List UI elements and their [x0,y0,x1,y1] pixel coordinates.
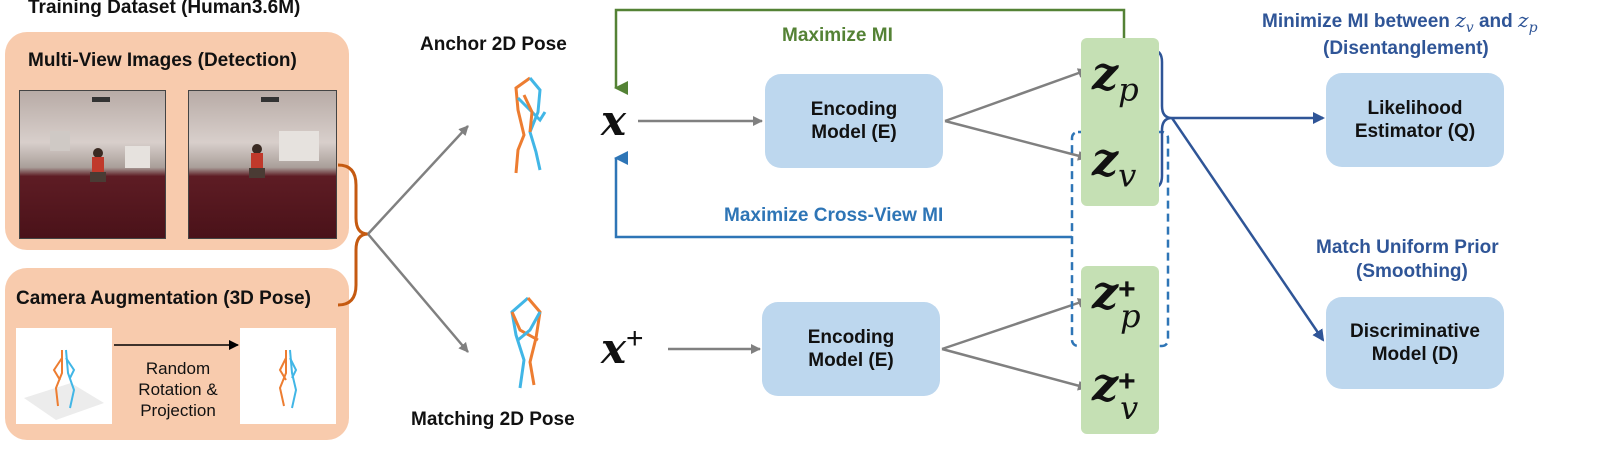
arrow-to-matching [367,233,469,353]
room-scene-1 [50,97,150,182]
zv-sub: v [1118,156,1137,195]
zpplus-sup: + [1118,273,1136,306]
latent-column-top [1081,38,1159,206]
latent-zv: zv [1092,132,1136,194]
x-symbol: x [601,96,627,145]
and-text: and [1478,11,1513,32]
maximize-mi-label: Maximize MI [782,25,893,46]
xplus-superscript: + [626,322,644,355]
random-rotation-line-2: Rotation & [138,380,218,399]
zvplus-z: z [1092,357,1119,411]
xplus-variable: x+ [601,322,644,373]
zp-z: z [1092,46,1119,100]
latent-zp: zp [1092,46,1139,108]
minimize-mi-label: Minimize MI between zv and zp [1262,8,1538,36]
maximize-mi-loop [614,8,1126,95]
zp-sub: p [1118,70,1139,109]
arrow-enc-to-zp [944,68,1088,123]
arrow-to-anchor [367,125,469,235]
arrow-enc-to-zvplus [941,347,1088,391]
maximize-cross-view-label: Maximize Cross-View MI [724,205,944,226]
dataset-title: Training Dataset (Human3.6M) [28,0,301,18]
minimize-zv: zv [1455,8,1474,36]
matching-pose-label: Matching 2D Pose [411,409,575,430]
anchor-pose-label: Anchor 2D Pose [420,34,567,55]
random-rotation-label: Random Rotation & Projection [128,358,228,421]
anchor-pose-figure [514,76,547,174]
dataset-bracket [337,163,369,307]
x-variable: x [601,96,626,145]
random-rotation-line-1: Random [145,359,211,378]
zpplus-sub: p [1120,297,1141,335]
arrow-to-discriminative [1170,117,1325,342]
latent-zp-plus: z+p [1092,262,1146,335]
zvplus-sub: v [1120,389,1139,427]
likelihood-line-1: Likelihood [1367,98,1463,119]
minimize-text: Minimize MI between [1262,11,1450,32]
room-scene-2 [249,97,319,178]
projected-pose-image [240,328,336,424]
projected-pose-figure [278,349,298,409]
encoder-top-line-1: Encoding [810,99,898,120]
matching-pose-figure [510,296,542,389]
latent-zv-plus: z+v [1092,354,1146,427]
arrow-enc-to-zpplus [941,298,1088,351]
discriminative-line-1: Discriminative [1350,321,1480,342]
random-rotation-line-3: Projection [140,401,216,420]
xplus-symbol: x [601,324,627,373]
encoder-bottom-line-2: Model (E) [808,350,894,371]
encoder-top-line-2: Model (E) [811,122,897,143]
3d-pose-figure [24,349,104,420]
camera-aug-title: Camera Augmentation (3D Pose) [16,288,311,309]
smoothing-label: (Smoothing) [1356,261,1468,282]
latent-column-bottom [1081,266,1159,434]
minimize-zp: zp [1518,8,1538,36]
zvplus-sup: + [1118,365,1136,398]
camera-view-image-1 [19,90,166,239]
3d-pose-image [16,328,112,424]
likelihood-line-2: Estimator (Q) [1354,121,1476,142]
discriminative-line-2: Model (D) [1371,344,1459,365]
arrow-enc-to-zv [944,119,1088,161]
camera-view-image-2 [188,90,337,239]
zv-z: z [1092,132,1119,186]
multiview-title: Multi-View Images (Detection) [28,50,297,71]
cross-view-mi-loop [614,151,1072,239]
zpplus-z: z [1092,265,1119,319]
encoder-bottom-line-1: Encoding [807,327,895,348]
match-uniform-label: Match Uniform Prior [1316,237,1499,258]
disentanglement-label: (Disentanglement) [1323,38,1489,59]
